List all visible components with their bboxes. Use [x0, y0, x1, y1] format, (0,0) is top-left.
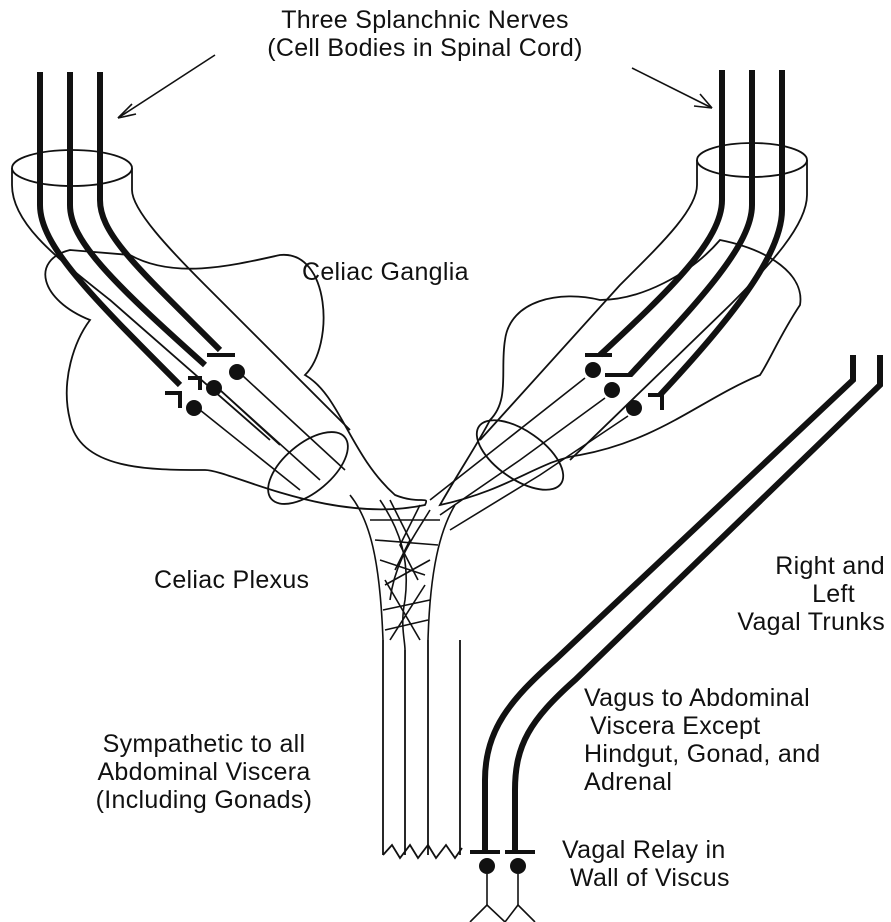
sympathetic-line3: (Including Gonads) [54, 786, 354, 814]
vagal-relay-line1: Vagal Relay in [562, 836, 730, 864]
splanchnic-label-line2: (Cell Bodies in Spinal Cord) [190, 34, 660, 62]
vagal-relay-postganglionic [470, 874, 535, 922]
vagal-trunks-label: Right and Left Vagal Trunks [665, 552, 885, 636]
vagal-trunks-line1: Right and [665, 552, 885, 580]
sympathetic-trunk-bundle [383, 640, 462, 858]
vagal-relay-cell-bodies [479, 858, 526, 874]
left-ganglion-cell-bodies [186, 364, 245, 416]
right-preganglionic-fibers [600, 70, 782, 395]
splanchnic-label-line1: Three Splanchnic Nerves [190, 6, 660, 34]
vagal-trunks-line2: Left [665, 580, 885, 608]
vagal-relay-label: Vagal Relay in Wall of Viscus [562, 836, 730, 892]
celiac-plexus-label: Celiac Plexus [154, 566, 309, 594]
right-splanchnic-sheath [480, 143, 807, 460]
celiac-ganglia-label: Celiac Ganglia [302, 258, 469, 286]
vagus-line4: Adrenal [584, 768, 820, 796]
right-post-ganglionic-sheath [465, 407, 574, 504]
vagus-line1: Vagus to Abdominal [584, 684, 820, 712]
vagal-trunks-line3: Vagal Trunks [665, 608, 885, 636]
splanchnic-pointer-arrows [118, 55, 712, 118]
vagus-line3: Hindgut, Gonad, and [584, 740, 820, 768]
splanchnic-nerves-label: Three Splanchnic Nerves (Cell Bodies in … [190, 6, 660, 62]
sympathetic-distribution-label: Sympathetic to all Abdominal Viscera (In… [54, 730, 354, 814]
vagus-distribution-label: Vagus to Abdominal Viscera Except Hindgu… [584, 684, 820, 796]
left-preganglionic-fibers [40, 72, 220, 385]
vagal-relay-line2: Wall of Viscus [562, 864, 730, 892]
right-postganglionic-fibers [430, 378, 628, 530]
vagus-line2: Viscera Except [584, 712, 820, 740]
celiac-plexus-mesh [350, 495, 455, 650]
sympathetic-line1: Sympathetic to all [54, 730, 354, 758]
sympathetic-line2: Abdominal Viscera [54, 758, 354, 786]
